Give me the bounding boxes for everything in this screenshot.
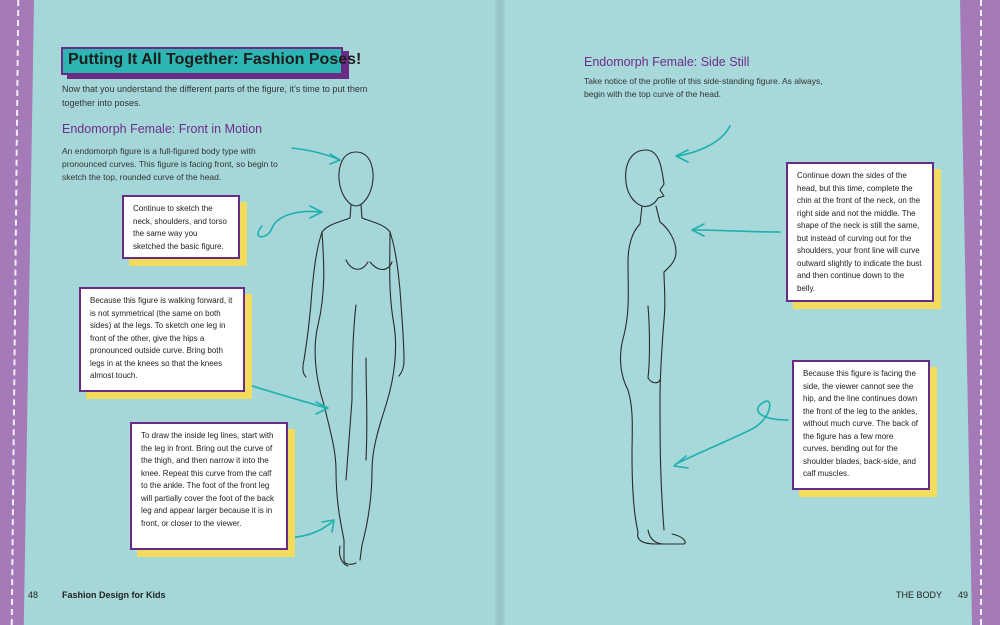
section-label: THE BODY [896,590,943,600]
note-card-text: Continue down the sides of the head, but… [786,162,934,302]
title-banner-background [61,47,343,75]
arrow-to-leg-right [673,400,789,469]
note-card-text: Because this figure is facing the side, … [792,360,930,490]
note-inside-leg-lines: To draw the inside leg lines, start with… [130,422,295,557]
arrow-to-head-left [291,147,341,165]
intro-paragraph: Now that you understand the different pa… [62,84,368,108]
left-page-number: 48 [28,590,39,600]
subheading-side-still: Endomorph Female: Side Still [584,55,750,69]
note-walking-forward: Because this figure is walking forward, … [79,287,252,399]
page-gutter [495,0,505,625]
note-facing-side: Because this figure is facing the side, … [792,360,937,497]
right-page [500,0,1000,625]
section-title-banner: Putting It All Together: Fashion Poses! [61,47,361,79]
arrow-to-torso-left [257,205,323,238]
arrow-to-knee-left [239,381,329,415]
front-figure-illustration [302,151,405,567]
note-card-text: Because this figure is walking forward, … [79,287,245,392]
note-sides-of-head: Continue down the sides of the head, but… [786,162,941,309]
side-figure-illustration [619,149,686,545]
arrow-to-bust-right [691,223,781,237]
note-neck-shoulders: Continue to sketch the neck, shoulders, … [122,195,247,266]
section-title: Putting It All Together: Fashion Poses! [68,51,362,68]
right-stitch-line [980,0,982,625]
note-card-text: To draw the inside leg lines, start with… [130,422,288,550]
arrow-to-head-right [675,125,731,163]
note-card-text: Continue to sketch the neck, shoulders, … [122,195,240,259]
subheading-front-in-motion: Endomorph Female: Front in Motion [62,122,263,136]
side-figure-description: Take notice of the profile of this side-… [584,76,823,99]
book-title: Fashion Design for Kids [62,590,166,600]
right-page-number: 49 [958,590,969,600]
front-figure-description: An endomorph figure is a full-figured bo… [62,146,278,182]
